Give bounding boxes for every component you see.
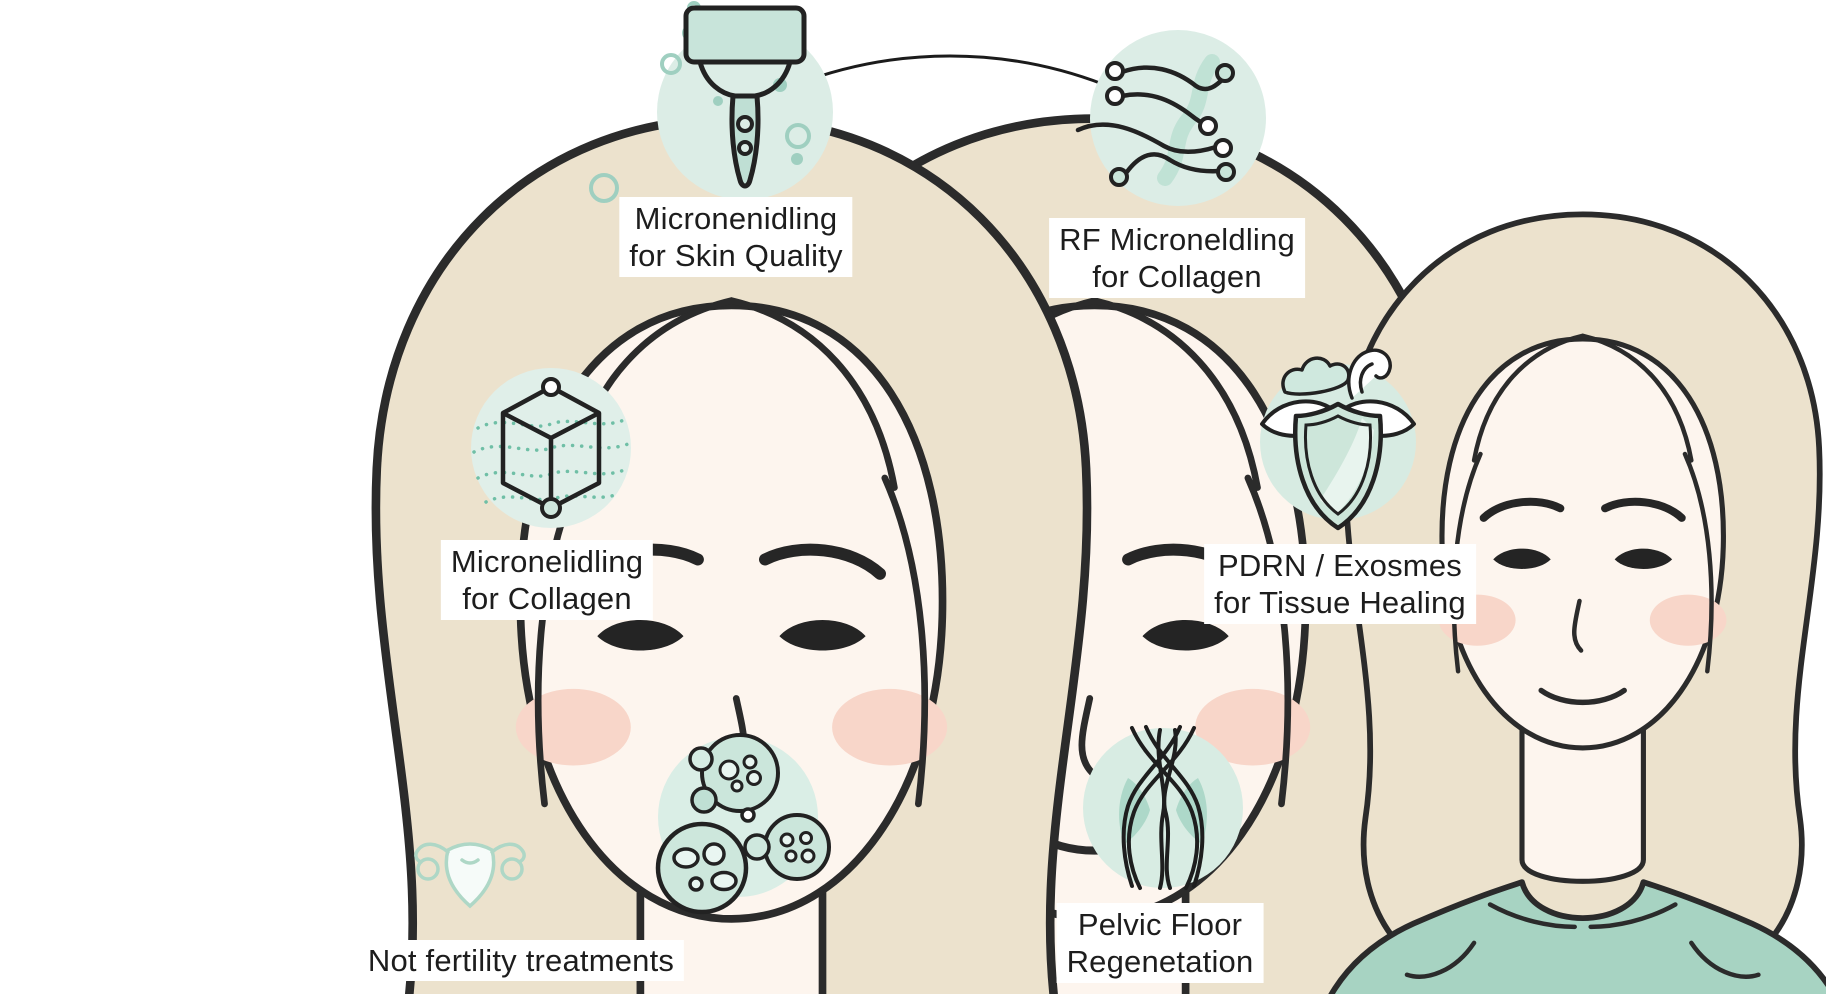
label-line: Pelvic Floor bbox=[1077, 907, 1243, 942]
footnote-not-fertility: Not fertility treatments bbox=[357, 940, 685, 981]
bubbles bbox=[589, 1, 811, 203]
node-label-pelvic-floor: Pelvic Floor Regenetation bbox=[1056, 903, 1264, 983]
label-line: for Tissue Healing bbox=[1214, 585, 1466, 620]
label-line: RF Microneldling bbox=[1059, 222, 1295, 257]
node-label-pdrn-exosomes: PDRN / Exosmes for Tissue Healing bbox=[1204, 544, 1476, 624]
footnote-text: Not fertility treatments bbox=[367, 943, 675, 978]
cells-icon bbox=[655, 733, 831, 915]
node-label-microneedling-skin-quality: Micronenidling for Skin Quality bbox=[619, 197, 853, 277]
shield-leaves-icon bbox=[1260, 348, 1416, 531]
label-line: Regenetation bbox=[1066, 944, 1254, 979]
node-label-rf-microneedling: RF Microneldling for Collagen bbox=[1049, 218, 1305, 298]
label-line: for Skin Quality bbox=[629, 238, 843, 273]
rf-needles-icon bbox=[1075, 30, 1266, 206]
derma-roller-icon bbox=[589, 1, 833, 203]
label-line: Micronenidling bbox=[634, 201, 838, 236]
label-line: PDRN / Exosmes bbox=[1218, 548, 1462, 583]
pelvic-floor-icon bbox=[1083, 725, 1243, 890]
label-line: Micronelidling bbox=[450, 544, 644, 579]
uterus-icon bbox=[414, 842, 526, 909]
node-label-microneedling-collagen: Micronelidling for Collagen bbox=[440, 540, 654, 620]
microneedling-cube-icon bbox=[471, 368, 631, 528]
label-line: for Collagen bbox=[1092, 259, 1262, 294]
label-line: for Collagen bbox=[462, 581, 632, 616]
